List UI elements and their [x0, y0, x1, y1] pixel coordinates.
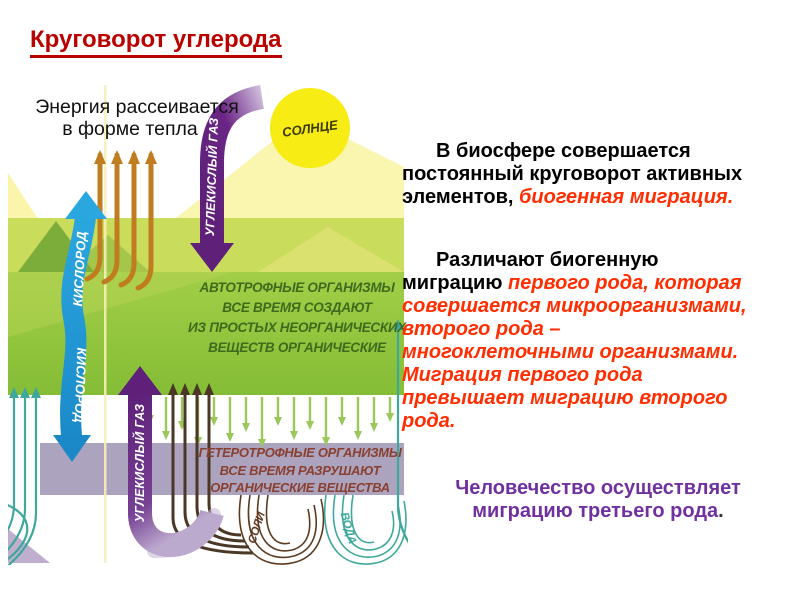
co2-label-top: УГЛЕКИСЛЫЙ ГАЗ — [201, 117, 221, 236]
oxygen-arrow: КИСЛОРОД КИСЛОРОД — [53, 191, 107, 462]
p1-line2: постоянный круговорот активных — [402, 163, 743, 185]
heterotroph-line-3: ОРГАНИЧЕСКИЕ ВЕЩЕСТВА — [210, 480, 390, 495]
p1-line3-red: биогенная миграция. — [519, 186, 734, 208]
autotroph-line-3: ИЗ ПРОСТЫХ НЕОРГАНИЧЕСКИХ — [188, 320, 407, 335]
autotroph-caption: АВТОТРОФНЫЕ ОРГАНИЗМЫ ВСЕ ВРЕМЯ СОЗДАЮТ … — [188, 280, 408, 355]
p2-line2-red: первого рода, которая — [508, 272, 742, 294]
heterotroph-caption: ГЕТЕРОТРОФНЫЕ ОРГАНИЗМЫ ВСЕ ВРЕМЯ РАЗРУШ… — [198, 445, 403, 495]
heterotroph-line-2: ВСЕ ВРЕМЯ РАЗРУШАЮТ — [220, 463, 382, 478]
autotroph-line-1: АВТОТРОФНЫЕ ОРГАНИЗМЫ — [199, 280, 396, 295]
autotroph-line-2: ВСЕ ВРЕМЯ СОЗДАЮТ — [222, 300, 374, 315]
co2-down-arrow: УГЛЕКИСЛЫЙ ГАЗ — [190, 85, 265, 272]
p2-line3: совершается микроорганизмами, — [402, 295, 747, 317]
heat-arrows — [84, 150, 157, 291]
p2-line2-black: миграцию — [402, 272, 508, 294]
sun-ray-left-corner — [8, 173, 42, 225]
energy-caption-line1: Энергия рассеивается — [35, 96, 239, 118]
paragraph-humanity: Человечество осуществляет миграцию треть… — [402, 477, 794, 523]
oxygen-label-bottom: КИСЛОРОД — [72, 347, 90, 423]
p2-line5: многоклеточными организмами. — [402, 341, 739, 363]
energy-caption-line2: в форме тепла — [62, 118, 198, 140]
water-label: ВОДА — [338, 511, 358, 545]
co2-up-arrow: УГЛЕКИСЛЫЙ ГАЗ — [118, 366, 224, 558]
sun — [270, 88, 350, 168]
paragraph-migration-kinds: Различают биогенную миграцию первого род… — [402, 249, 794, 433]
p2-line4: второго рода – — [402, 318, 561, 340]
water-up-arrows — [8, 319, 408, 565]
autotroph-line-4: ВЕЩЕСТВ ОРГАНИЧЕСКИЕ — [208, 340, 387, 355]
p1-line1: В биосфере совершается — [436, 140, 691, 162]
p3-line2: миграцию третьего рода — [472, 500, 719, 522]
salts-loops — [238, 494, 325, 565]
oxygen-label-top: КИСЛОРОД — [70, 230, 89, 306]
heterotroph-band — [40, 443, 404, 495]
p3-period: . — [718, 500, 724, 522]
mountain-yellow — [258, 227, 404, 272]
body-text: В биосфере совершается постоянный кругов… — [402, 140, 794, 563]
p2-line8: рода. — [402, 410, 456, 432]
paragraph-biosphere: В биосфере совершается постоянный кругов… — [402, 140, 794, 209]
slide-title: Круговорот углерода — [30, 26, 282, 58]
co2-label-bottom: УГЛЕКИСЛЫЙ ГАЗ — [131, 404, 147, 523]
corner-purple-wedge — [8, 529, 50, 563]
water-loops — [323, 494, 407, 565]
p2-line6: Миграция первого рода — [402, 364, 643, 386]
p2-line1: Различают биогенную — [436, 249, 659, 271]
heterotroph-line-1: ГЕТЕРОТРОФНЫЕ ОРГАНИЗМЫ — [198, 445, 402, 460]
p3-line1: Человечество осуществляет — [455, 477, 741, 499]
p1-line3-black: элементов, — [402, 186, 520, 208]
vertical-guide-line — [104, 85, 107, 563]
carbon-cycle-diagram: КИСЛОРОД КИСЛОРОД УГЛЕКИСЛЫЙ ГАЗ УГЛЕКИС… — [8, 85, 408, 565]
p2-line7: превышает миграцию второго — [402, 387, 728, 409]
